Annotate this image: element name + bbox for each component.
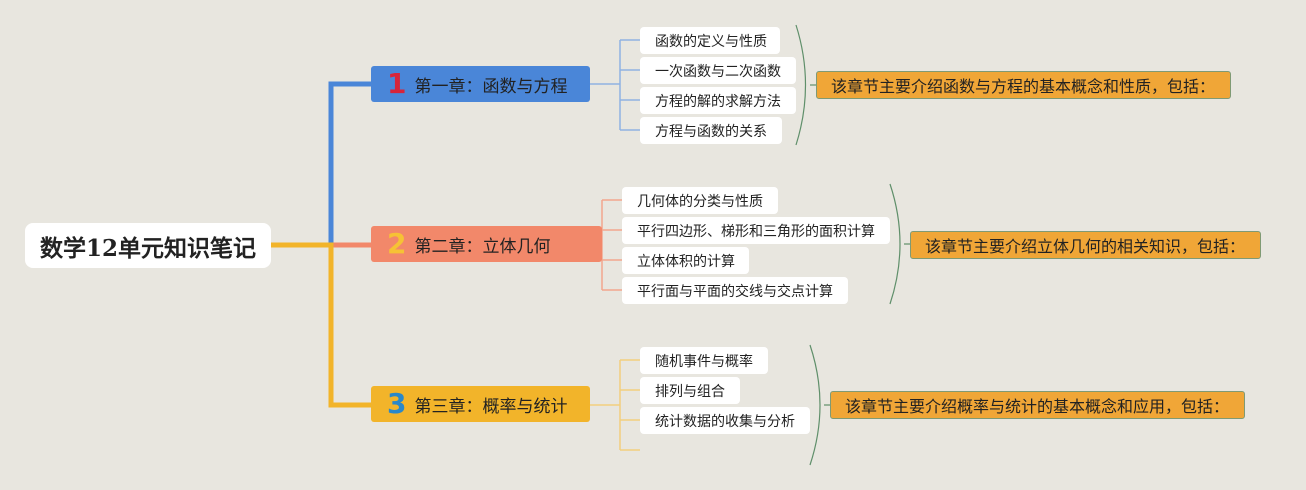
chapter-1-number: 1 bbox=[387, 67, 407, 100]
ch1-topic-4[interactable]: 方程与函数的关系 bbox=[640, 117, 782, 144]
ch3-summary[interactable]: 该章节主要介绍概率与统计的基本概念和应用，包括： bbox=[830, 391, 1245, 419]
ch2-summary-bracket bbox=[889, 183, 901, 305]
ch3-topic-connectors bbox=[590, 359, 640, 451]
ch3-topic-3[interactable]: 统计数据的收集与分析 bbox=[640, 407, 810, 434]
ch2-topic-4[interactable]: 平行面与平面的交线与交点计算 bbox=[622, 277, 848, 304]
ch3-summary-bracket bbox=[809, 344, 821, 466]
chapter-3-node[interactable]: 3 第三章：概率与统计 bbox=[371, 386, 590, 422]
chapter-2-number: 2 bbox=[387, 227, 407, 260]
root-title: 数学12单元知识笔记 bbox=[39, 234, 256, 262]
ch2-topic-1[interactable]: 几何体的分类与性质 bbox=[622, 187, 778, 214]
ch1-topic-3[interactable]: 方程的解的求解方法 bbox=[640, 87, 796, 114]
ch2-topic-connectors bbox=[601, 199, 622, 291]
chapter-2-node[interactable]: 2 第二章：立体几何 bbox=[371, 226, 602, 262]
ch2-topic-3[interactable]: 立体体积的计算 bbox=[622, 247, 749, 274]
chapter-1-title: 第一章：函数与方程 bbox=[414, 76, 568, 97]
ch3-topic-1[interactable]: 随机事件与概率 bbox=[640, 347, 768, 374]
ch1-topic-connectors bbox=[590, 39, 640, 131]
ch3-topic-2[interactable]: 排列与组合 bbox=[640, 377, 740, 404]
chapter-3-title: 第三章：概率与统计 bbox=[414, 396, 568, 417]
ch2-topic-2[interactable]: 平行四边形、梯形和三角形的面积计算 bbox=[622, 217, 890, 244]
connector-root-ch1 bbox=[271, 81, 371, 248]
ch2-summary[interactable]: 该章节主要介绍立体几何的相关知识，包括： bbox=[910, 231, 1261, 259]
ch1-topic-2[interactable]: 一次函数与二次函数 bbox=[640, 57, 796, 84]
root-node[interactable]: 数学12单元知识笔记 bbox=[25, 223, 271, 268]
connector-root-ch3 bbox=[271, 242, 371, 408]
ch1-topic-1[interactable]: 函数的定义与性质 bbox=[640, 27, 780, 54]
ch1-summary[interactable]: 该章节主要介绍函数与方程的基本概念和性质，包括： bbox=[816, 71, 1231, 99]
chapter-1-node[interactable]: 1 第一章：函数与方程 bbox=[371, 66, 590, 102]
ch1-summary-bracket bbox=[795, 24, 807, 146]
chapter-3-number: 3 bbox=[387, 387, 407, 420]
chapter-2-title: 第二章：立体几何 bbox=[414, 236, 551, 257]
